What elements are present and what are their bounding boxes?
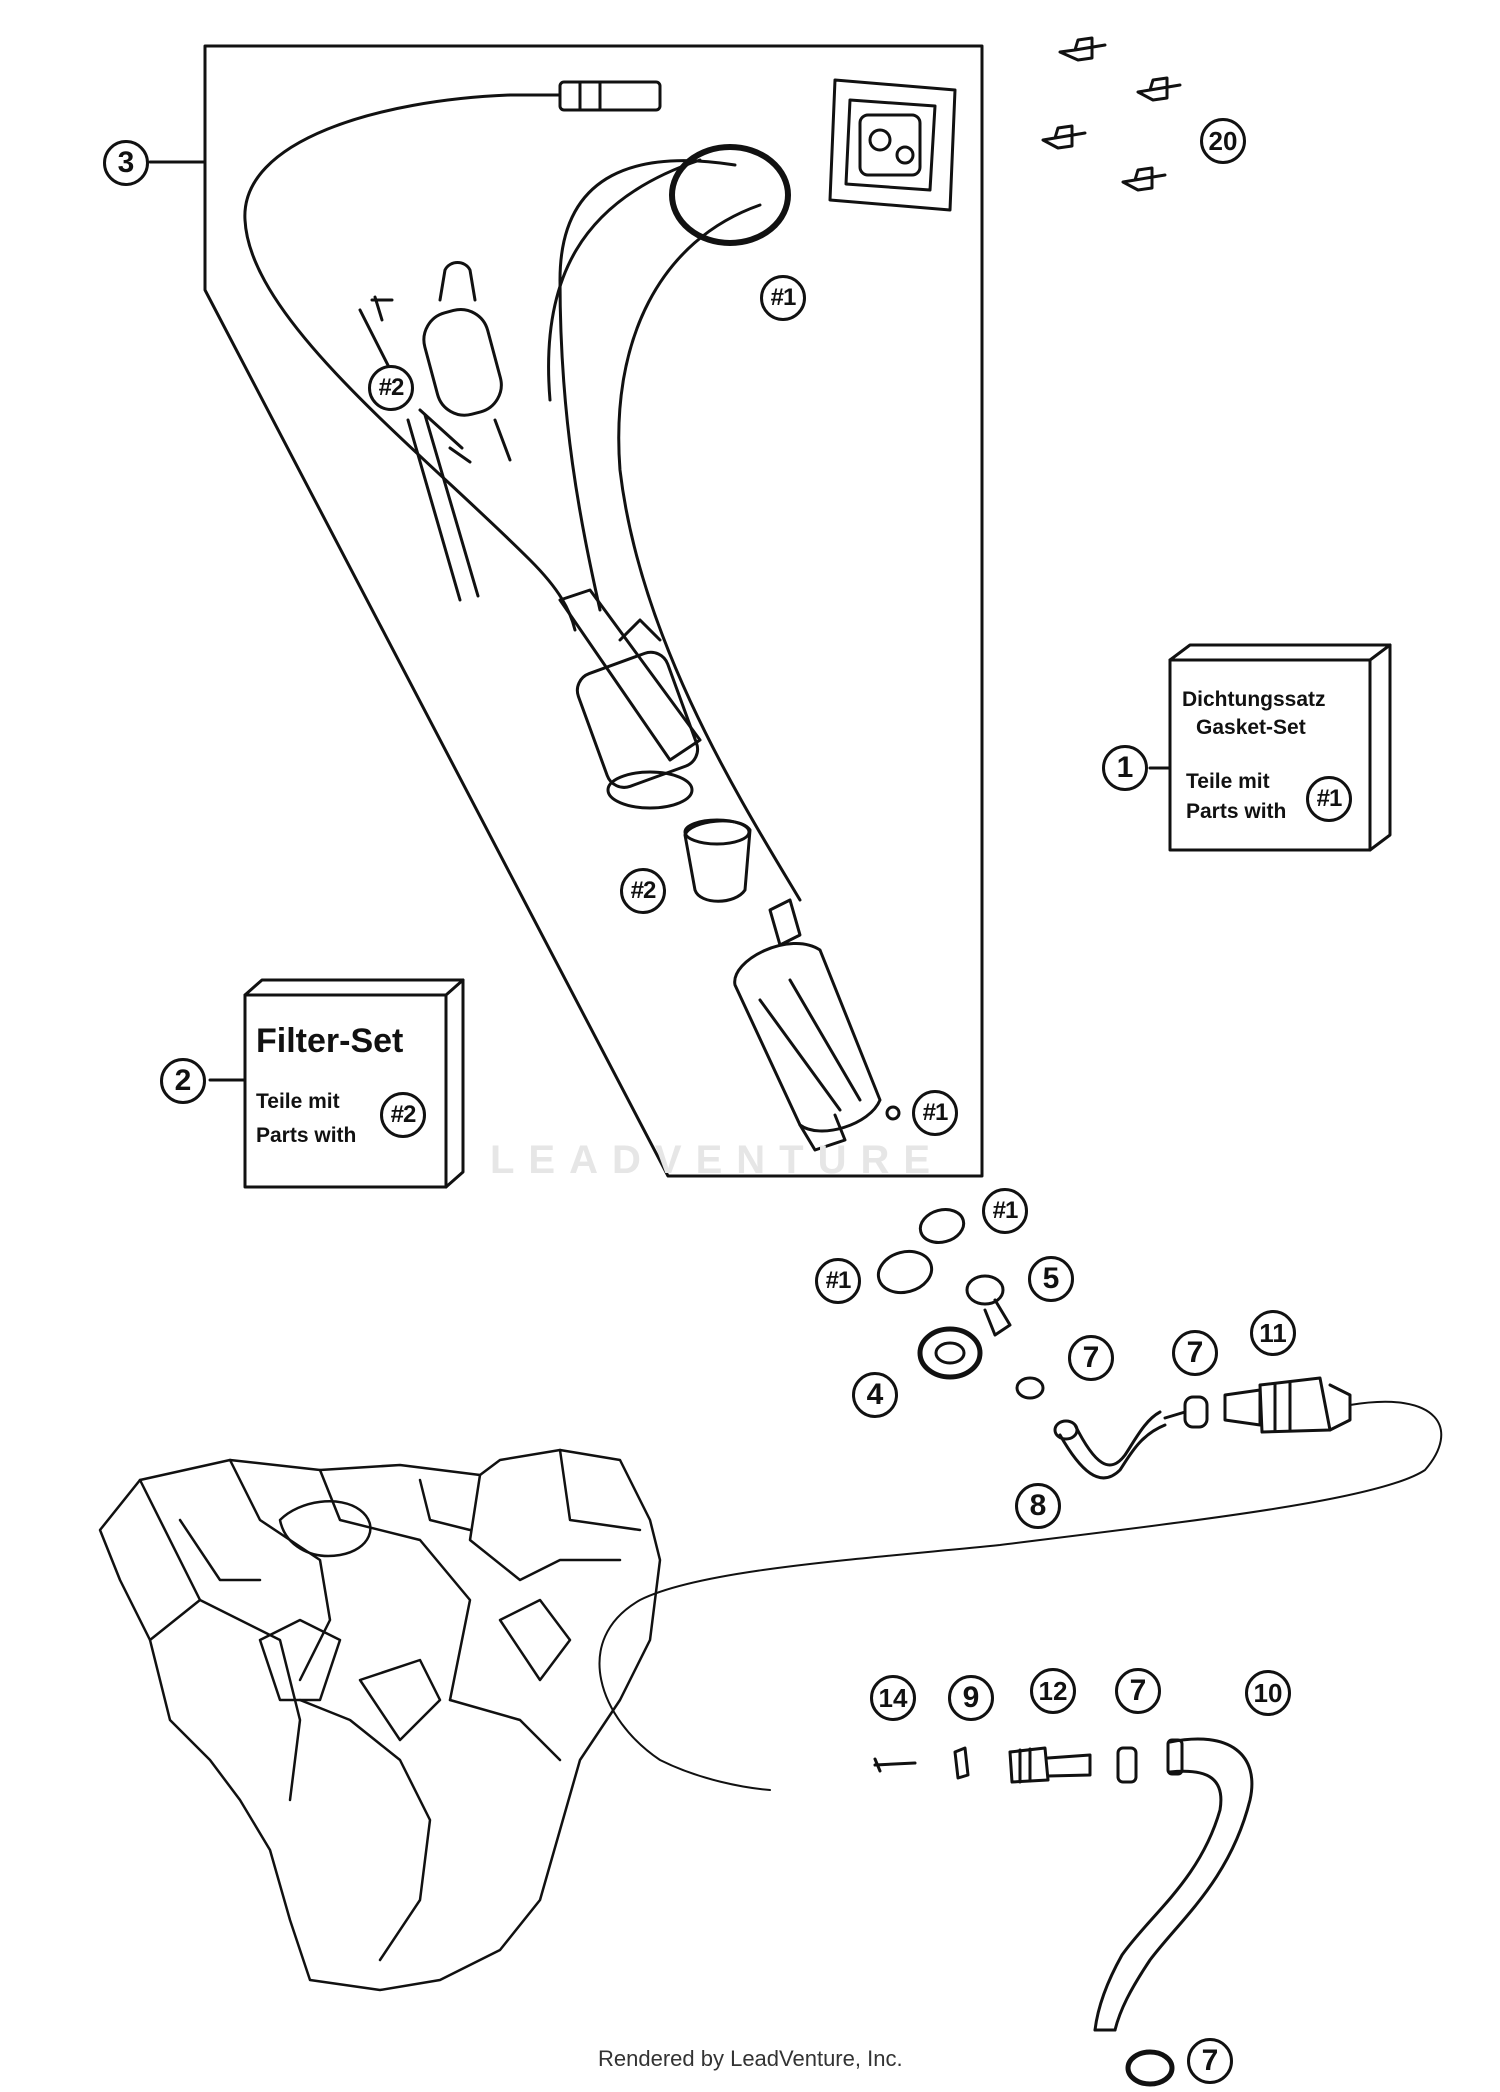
callout-7c: 7 <box>1115 1668 1161 1714</box>
callout-10: 10 <box>1245 1670 1291 1716</box>
filter-box-marker: #2 <box>380 1092 426 1138</box>
callout-3: 3 <box>103 140 149 186</box>
fitting-5 <box>965 1274 1012 1337</box>
inline-filter <box>406 261 512 602</box>
wire-harness <box>243 93 577 632</box>
callout-14: 14 <box>870 1675 916 1721</box>
part-9 <box>953 1746 970 1780</box>
callout-8: 8 <box>1015 1483 1061 1529</box>
filter-box-line1: Teile mit <box>256 1090 340 1113</box>
callout-hash2-sleeve: #2 <box>620 868 666 914</box>
pump-pickup <box>733 898 882 1152</box>
connector-11 <box>1223 1376 1352 1434</box>
filter-box-title: Filter-Set <box>256 1022 404 1060</box>
watermark: LEADVENTURE <box>490 1138 945 1182</box>
pin-14 <box>873 1761 917 1767</box>
callout-4: 4 <box>852 1372 898 1418</box>
return-hose <box>558 159 737 612</box>
clamp-7c <box>1116 1746 1138 1784</box>
long-tube <box>598 1400 1443 1791</box>
callout-hash2-filter: #2 <box>368 365 414 411</box>
wire-connector <box>558 80 662 112</box>
hose-10 <box>1113 1737 1254 2032</box>
filter-box-line2: Parts with <box>256 1124 357 1147</box>
callout-2: 2 <box>160 1058 206 1104</box>
fuel-tank <box>98 1448 662 1992</box>
filter-sleeve <box>683 818 752 903</box>
elbow-hose-8 <box>1058 1423 1167 1480</box>
nut-4 <box>917 1326 983 1380</box>
callout-hash1-flange: #1 <box>760 275 806 321</box>
flange-gasket <box>669 144 791 246</box>
gasket-box-line3: Teile mit <box>1186 770 1270 793</box>
callout-1: 1 <box>1102 745 1148 791</box>
clamp-7b <box>1183 1395 1209 1429</box>
o-ring-small <box>918 1208 966 1244</box>
footer-credit: Rendered by LeadVenture, Inc. <box>598 2046 903 2071</box>
gasket-box-marker: #1 <box>1306 776 1352 822</box>
filter-box-drawing <box>208 978 465 1189</box>
feed-hose <box>617 203 802 902</box>
gasket-box-line1: Dichtungssatz <box>1182 688 1326 711</box>
clamp-7d <box>1125 2049 1175 2087</box>
callout-hash1-oring-large: #1 <box>815 1258 861 1304</box>
gasket-box-line4: Parts with <box>1186 800 1287 823</box>
gasket-box-drawing <box>1148 643 1392 852</box>
pump-flange <box>828 78 957 212</box>
callout-7a: 7 <box>1068 1335 1114 1381</box>
callout-12: 12 <box>1030 1668 1076 1714</box>
callout-9: 9 <box>948 1675 994 1721</box>
o-ring-large <box>876 1249 934 1295</box>
callout-7b: 7 <box>1172 1330 1218 1376</box>
fuel-pump-body <box>558 588 702 810</box>
gasket-box-line2: Gasket-Set <box>1196 716 1306 739</box>
callout-5: 5 <box>1028 1256 1074 1302</box>
assembly-frame <box>203 44 984 1178</box>
fitting-12 <box>1008 1746 1092 1784</box>
bolts <box>1041 36 1182 192</box>
callout-7d: 7 <box>1187 2038 1233 2084</box>
callout-hash1-oring-small: #1 <box>982 1188 1028 1234</box>
callout-11: 11 <box>1250 1310 1296 1356</box>
clamp-7a <box>1015 1376 1045 1400</box>
callout-20: 20 <box>1200 118 1246 164</box>
callout-hash1-pump: #1 <box>912 1090 958 1136</box>
